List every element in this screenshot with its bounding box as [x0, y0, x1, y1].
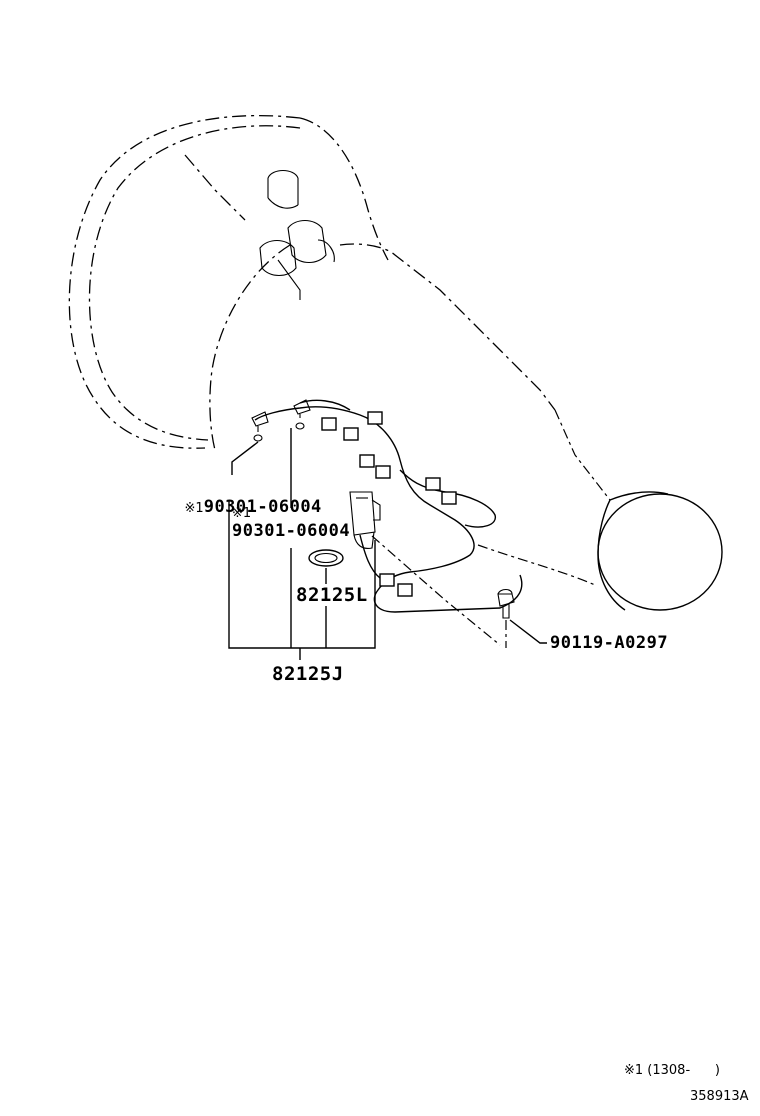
- bracket-82125j: [228, 500, 376, 660]
- connector-2: [343, 427, 359, 441]
- o-ring-inner: [314, 552, 338, 564]
- connector-4: [359, 454, 375, 468]
- bell-face-curve: [184, 154, 246, 221]
- part-number-90301-a: 90301-06004: [203, 497, 322, 517]
- part-number-82125j: 82125J: [272, 663, 344, 685]
- tail-housing-top: [609, 491, 669, 501]
- case-side-line: [554, 409, 611, 501]
- bell-housing-outline: [68, 114, 301, 449]
- tail-housing-end: [597, 493, 723, 611]
- bolt-marker-left: [253, 434, 263, 442]
- leader-90119: [509, 619, 547, 644]
- connector-9: [397, 583, 413, 597]
- asterisk-mark-1: ※1: [184, 501, 204, 516]
- harness-wire-main: [254, 406, 523, 613]
- case-lower-line: [477, 544, 596, 586]
- speed-sensor: [349, 491, 381, 549]
- part-number-90119: 90119-A0297: [550, 633, 669, 653]
- bell-housing-inner: [88, 125, 301, 441]
- connector-8: [379, 573, 395, 587]
- connector-6: [425, 477, 441, 491]
- callout-bolt-1: ※190301-06004: [146, 483, 322, 532]
- mount-boss-left: [259, 239, 301, 300]
- tail-housing-body: [597, 499, 626, 611]
- connector-3: [367, 411, 383, 425]
- connector-7: [441, 491, 457, 505]
- footnote-text: ※1 (1308- ): [624, 1063, 721, 1078]
- asterisk-mark-2: ※1: [232, 506, 252, 521]
- mount-boss-right: [287, 219, 335, 264]
- bolt-90119: [497, 588, 515, 619]
- mount-boss-top: [267, 169, 299, 209]
- bell-face-inner: [209, 244, 291, 451]
- harness-wire-lower: [359, 534, 381, 579]
- connector-5: [375, 465, 391, 479]
- bell-top-line: [299, 117, 389, 261]
- leader-bolt-left: [231, 441, 259, 475]
- case-top-line: [339, 243, 556, 411]
- part-number-90301-b: 90301-06004: [232, 521, 351, 541]
- harness-wire-upper: [299, 399, 351, 411]
- connector-1: [321, 417, 337, 431]
- diagram-id: 358913A: [690, 1089, 749, 1104]
- part-number-82125l: 82125L: [296, 584, 368, 606]
- bolt-marker-right: [295, 422, 305, 430]
- ref-line-sensor: [371, 535, 501, 646]
- harness-wire-branch: [399, 469, 496, 528]
- harness-clip-right: [293, 399, 311, 418]
- o-ring: [308, 549, 344, 567]
- harness-clip-left: [251, 411, 269, 432]
